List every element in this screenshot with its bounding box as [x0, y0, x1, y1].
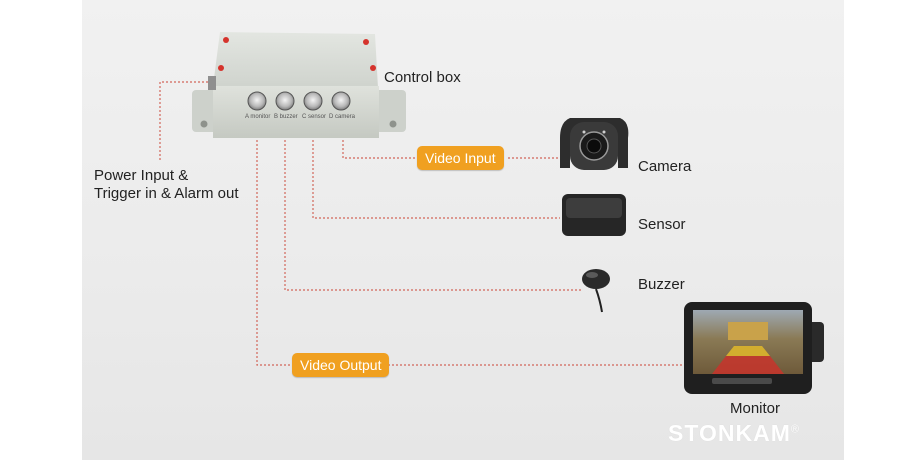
video-output-tag: Video Output [292, 353, 390, 377]
buzzer-body [582, 269, 610, 289]
port-a [247, 91, 267, 111]
parking-guide-red [712, 356, 784, 374]
port-c [303, 91, 323, 111]
port-label-b: B buzzer [274, 114, 298, 120]
parking-guide-yellow [726, 346, 770, 356]
connector-lines [159, 81, 683, 366]
power-line [159, 81, 212, 162]
control-box-front [213, 86, 379, 138]
buzzer-device [582, 269, 610, 313]
port-b [275, 91, 295, 111]
flange-hole [200, 120, 208, 128]
buzzer-label: Buzzer [638, 276, 685, 293]
buzzer-highlight [586, 272, 598, 278]
brand-registered-mark: ® [790, 423, 800, 436]
screw-red [370, 65, 376, 71]
power-label-line1: Power Input & [94, 167, 189, 184]
port-label-a: A monitor [245, 114, 271, 120]
camera-led [582, 130, 586, 134]
monitor-label: Monitor [730, 400, 781, 417]
sensor-line [312, 112, 560, 219]
power-label-line2: Trigger in & Alarm out [94, 185, 239, 202]
port-label-c: C sensor [302, 114, 327, 120]
control-box [192, 32, 406, 138]
sensor-device [562, 194, 626, 236]
control-box-label: Control box [384, 69, 461, 86]
camera-lens-glass [586, 138, 602, 154]
sensor-face [566, 198, 622, 218]
camera-device [560, 118, 629, 170]
screw-red [223, 37, 229, 43]
brand-watermark: STONKAM® [668, 420, 800, 447]
camera-led [602, 130, 606, 134]
brand-name: STONKAM [668, 420, 791, 446]
flange-hole [389, 120, 397, 128]
screw-red [218, 65, 224, 71]
truck-on-screen [728, 322, 768, 340]
monitor-line [256, 112, 683, 366]
video-input-tag: Video Input [417, 146, 504, 170]
buzzer-line [284, 112, 583, 291]
port-d [331, 91, 351, 111]
control-box-top [213, 32, 378, 88]
buzzer-cable [595, 288, 603, 313]
port-label-d: D camera [329, 114, 356, 120]
monitor-device [684, 302, 824, 394]
camera-line [342, 112, 560, 159]
sensor-label: Sensor [638, 216, 686, 233]
camera-label: Camera [638, 158, 692, 175]
power-gland [208, 76, 216, 90]
monitor-button-bar [712, 378, 772, 384]
screw-red [363, 39, 369, 45]
